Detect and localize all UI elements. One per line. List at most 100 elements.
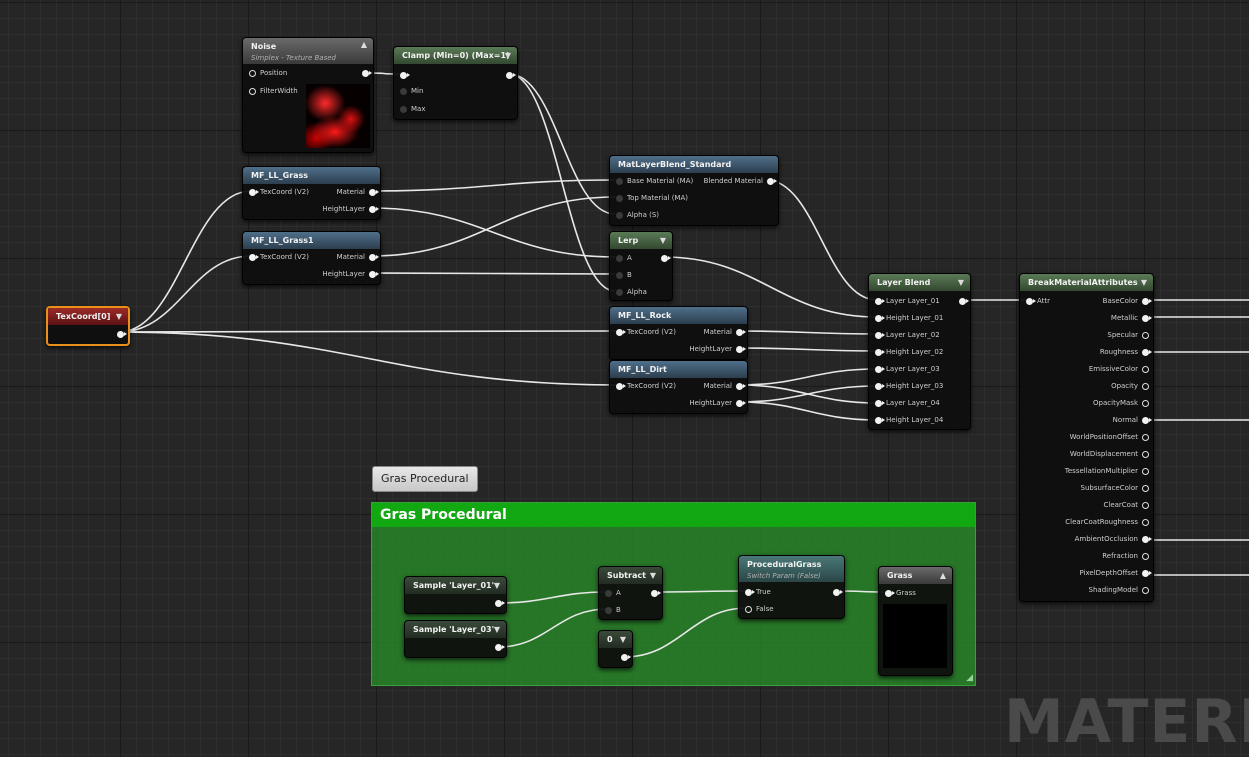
node-header[interactable]: MF_LL_Grass1 [243, 232, 380, 249]
pin-material[interactable]: Material [337, 186, 379, 198]
pin-min[interactable]: Min [398, 85, 423, 97]
pin-icon[interactable] [885, 589, 895, 597]
pin-icon[interactable] [400, 105, 407, 113]
wire-clamp-to-lerp-alpha[interactable] [508, 73, 616, 292]
wire-clamp-to-matlayerblend-alpha[interactable] [508, 73, 616, 215]
pin-icon[interactable] [736, 382, 746, 390]
pin-icon[interactable] [1142, 467, 1149, 475]
grass-output-node[interactable]: Grass▲ Grass [878, 566, 953, 676]
wire-blended-to-layer01[interactable] [765, 179, 878, 301]
layer-blend-node[interactable]: Layer Blend▼ Layer Layer_01 Height Layer… [868, 273, 971, 430]
mf-ll-dirt-node[interactable]: MF_LL_Dirt TexCoord (V2) Material Height… [609, 360, 748, 414]
lerp-node[interactable]: Lerp▼ A B Alpha [609, 231, 673, 301]
node-header[interactable]: TexCoord[0]▼ [48, 308, 128, 325]
collapse-arrow-icon[interactable]: ▼ [1140, 278, 1147, 287]
node-header[interactable]: BreakMaterialAttributes▼ [1020, 274, 1153, 291]
pin-a[interactable]: A [603, 587, 621, 599]
pin-icon[interactable] [616, 288, 623, 296]
collapse-arrow-icon[interactable]: ▼ [493, 625, 500, 634]
pin-icon[interactable] [875, 297, 885, 305]
pin-icon[interactable] [1142, 569, 1152, 577]
wire-texcoord-to-grass[interactable] [118, 190, 252, 333]
resize-handle-icon[interactable]: ◢ [966, 673, 973, 683]
collapse-arrow-icon[interactable]: ▼ [649, 571, 656, 580]
pin-alpha[interactable]: Alpha (S) [614, 209, 659, 221]
pin-icon[interactable] [1142, 416, 1152, 424]
pin-icon[interactable] [875, 382, 885, 390]
pin-output[interactable] [955, 295, 969, 307]
pin-output[interactable] [113, 328, 127, 340]
node-header[interactable]: Sample 'Layer_03'▼ [405, 621, 506, 638]
proceduralgrass-node[interactable]: ProceduralGrass Switch Param (False) Tru… [738, 555, 845, 619]
pin-max[interactable]: Max [398, 103, 425, 115]
pin-icon[interactable] [369, 270, 379, 278]
pin-layer-layer-02[interactable]: Layer Layer_02 [873, 329, 940, 341]
pin-icon[interactable] [745, 588, 755, 596]
pin-icon[interactable] [616, 254, 623, 262]
node-header[interactable]: MatLayerBlend_Standard [610, 156, 778, 173]
collapse-arrow-icon[interactable]: ▲ [939, 571, 946, 580]
pin-icon[interactable] [605, 606, 612, 614]
pin-alpha[interactable]: Alpha [614, 286, 647, 298]
pin-icon[interactable] [1142, 399, 1149, 407]
pin-icon[interactable] [736, 328, 746, 336]
pin-clearcoat[interactable]: ClearCoat [1103, 499, 1151, 511]
pin-output[interactable] [491, 597, 505, 609]
wire-texcoord-to-dirt[interactable] [118, 331, 619, 386]
pin-icon[interactable] [1142, 552, 1149, 560]
pin-icon[interactable] [1142, 450, 1149, 458]
pin-roughness[interactable]: Roughness [1100, 346, 1152, 358]
pin-basecolor[interactable]: BaseColor [1103, 295, 1152, 307]
pin-output[interactable] [502, 69, 516, 81]
pin-opacity[interactable]: Opacity [1111, 380, 1151, 392]
node-header[interactable]: 0▼ [599, 631, 632, 648]
pin-icon[interactable] [875, 365, 885, 373]
pin-output[interactable] [647, 587, 661, 599]
wire-grass-material-to-base[interactable] [371, 179, 616, 192]
comment-title[interactable]: Gras Procedural [372, 503, 975, 527]
pin-icon[interactable] [1142, 586, 1149, 594]
pin-base-material[interactable]: Base Material (MA) [614, 175, 693, 187]
pin-b[interactable]: B [614, 269, 632, 281]
constant-zero-node[interactable]: 0▼ [598, 630, 633, 668]
pin-shadingmodel[interactable]: ShadingModel [1089, 584, 1151, 596]
pin-icon[interactable] [1142, 348, 1152, 356]
pin-icon[interactable] [745, 605, 752, 613]
pin-icon[interactable] [616, 177, 623, 185]
mf-ll-grass-node[interactable]: MF_LL_Grass TexCoord (V2) Material Heigh… [242, 166, 381, 220]
pin-icon[interactable] [767, 177, 777, 185]
pin-icon[interactable] [1142, 297, 1152, 305]
pin-heightlayer[interactable]: HeightLayer [322, 203, 379, 215]
wire-dirt-material-to-layer04[interactable] [738, 384, 878, 404]
pin-worldpositionoffset[interactable]: WorldPositionOffset [1070, 431, 1151, 443]
pin-emissivecolor[interactable]: EmissiveColor [1089, 363, 1151, 375]
node-header[interactable]: Grass▲ [879, 567, 952, 584]
pin-icon[interactable] [651, 589, 661, 597]
pin-icon[interactable] [117, 330, 127, 338]
pin-height-layer-03[interactable]: Height Layer_03 [873, 380, 943, 392]
pin-icon[interactable] [1142, 433, 1149, 441]
wire-grass-height-to-lerp-a[interactable] [371, 207, 616, 258]
wire-dirt-height-to-height03[interactable] [738, 385, 878, 403]
pin-heightlayer[interactable]: HeightLayer [322, 268, 379, 280]
pin-output[interactable] [617, 651, 631, 663]
pin-output[interactable] [657, 252, 671, 264]
pin-texcoord[interactable]: TexCoord (V2) [614, 326, 676, 338]
pin-false[interactable]: False [743, 603, 774, 615]
pin-icon[interactable] [1142, 501, 1149, 509]
pin-height-layer-02[interactable]: Height Layer_02 [873, 346, 943, 358]
wire-grass1-material-to-top[interactable] [371, 196, 616, 257]
node-header[interactable]: Subtract▼ [599, 567, 662, 584]
pin-icon[interactable] [661, 254, 671, 262]
pin-material[interactable]: Material [704, 326, 746, 338]
pin-icon[interactable] [249, 87, 256, 95]
pin-icon[interactable] [1142, 382, 1149, 390]
pin-icon[interactable] [1142, 535, 1152, 543]
pin-icon[interactable] [605, 589, 612, 597]
pin-icon[interactable] [736, 399, 746, 407]
pin-ambientocclusion[interactable]: AmbientOcclusion [1075, 533, 1152, 545]
pin-icon[interactable] [1142, 518, 1149, 526]
pin-icon[interactable] [959, 297, 969, 305]
collapse-arrow-icon[interactable]: ▼ [115, 312, 122, 321]
pin-normal[interactable]: Normal [1113, 414, 1152, 426]
